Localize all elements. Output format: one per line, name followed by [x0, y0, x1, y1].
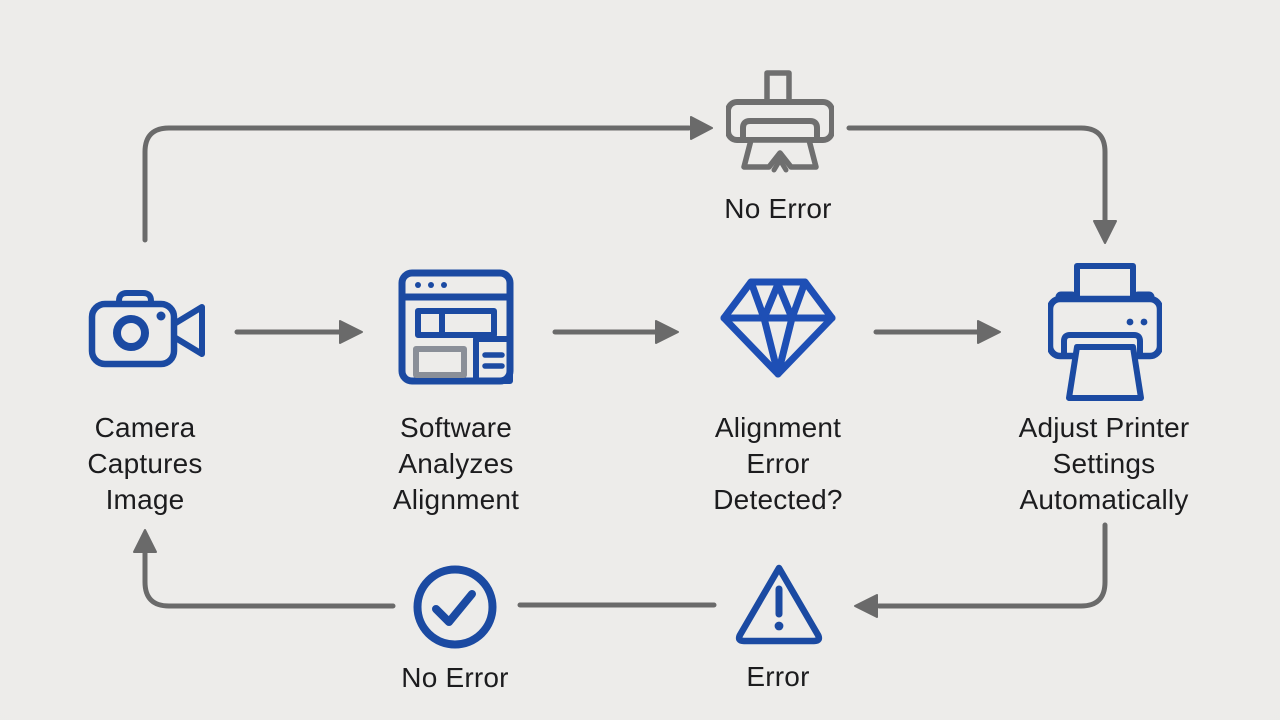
warning-triangle-icon — [735, 564, 823, 645]
arrowhead-right-icon — [977, 320, 1001, 344]
video-camera-icon — [88, 290, 205, 368]
printer-icon — [1048, 263, 1162, 401]
edge-camera-to-top-printer — [142, 125, 692, 243]
no-error-top-label: No Error — [724, 193, 832, 224]
arrowhead-right-icon — [690, 116, 713, 140]
arrowhead-up-icon — [133, 529, 157, 553]
edge-adjust-to-error — [876, 522, 1108, 609]
camera-label: Camera Captures Image — [87, 412, 203, 515]
decision-label: Alignment Error Detected? — [713, 412, 843, 515]
error-label: Error — [746, 661, 810, 692]
arrowhead-right-icon — [655, 320, 679, 344]
edge-check-to-camera — [142, 549, 396, 609]
adjust-label: Adjust Printer Settings Automatically — [1018, 412, 1190, 515]
arrowhead-right-icon — [339, 320, 363, 344]
printer-icon — [726, 70, 834, 173]
diamond-icon — [720, 278, 836, 378]
arrowhead-left-icon — [854, 594, 878, 618]
arrowhead-down-icon — [1093, 220, 1117, 244]
edge-top-printer-to-adjust — [846, 125, 1108, 223]
check-circle-icon — [413, 565, 497, 649]
browser-window-icon — [398, 269, 514, 385]
software-label: Software Analyzes Alignment — [392, 412, 520, 515]
no-error-bottom-label: No Error — [401, 662, 509, 693]
